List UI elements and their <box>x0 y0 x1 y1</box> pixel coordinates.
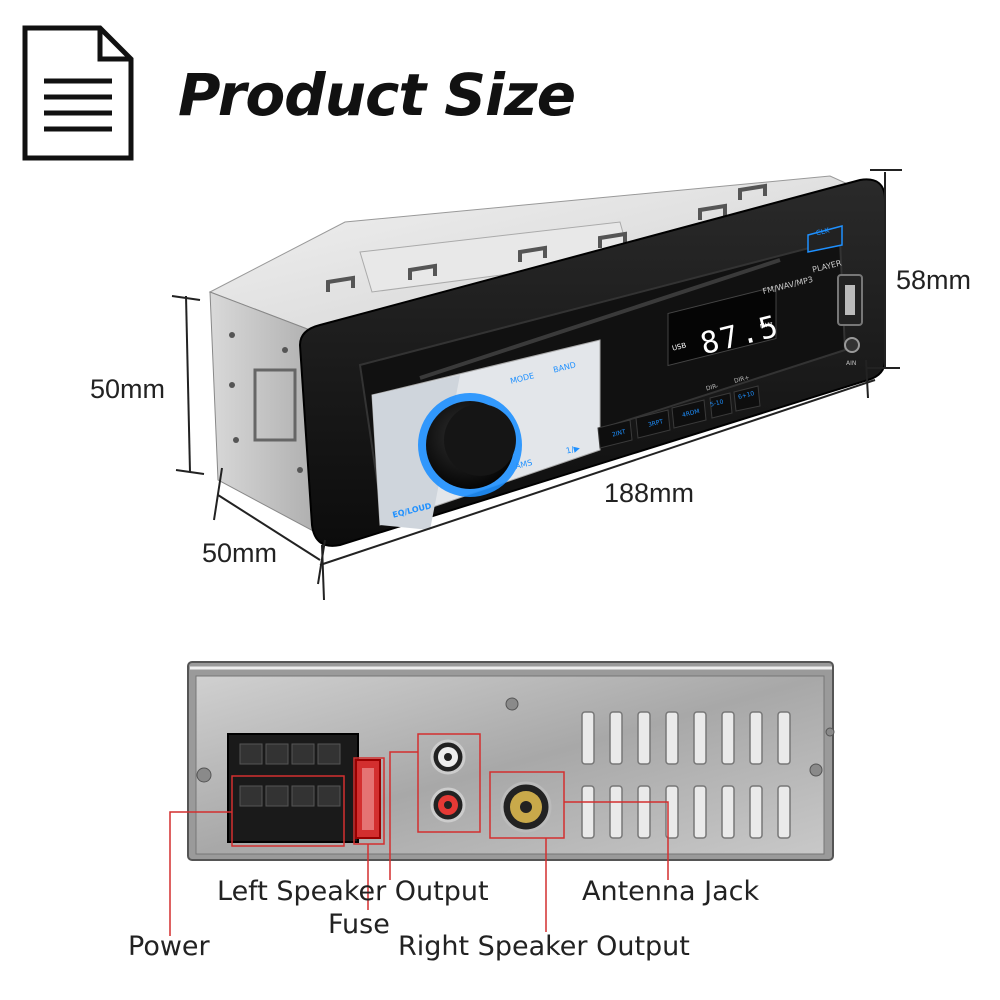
page-title: Product Size <box>178 61 576 129</box>
label-power: Power <box>128 931 210 962</box>
document-icon <box>22 25 134 161</box>
label-fuse: Fuse <box>328 909 390 940</box>
ain-label: AIN <box>846 360 857 367</box>
dimension-depth: 50mm <box>202 538 278 568</box>
device-rear-view <box>169 661 835 936</box>
label-left-speaker-output: Left Speaker Output <box>217 876 489 907</box>
device-front-view <box>171 169 902 601</box>
dimension-height-left: 50mm <box>90 374 166 404</box>
label-antenna-jack: Antenna Jack <box>582 876 760 907</box>
label-right-speaker-output: Right Speaker Output <box>398 931 690 962</box>
dimension-height-front: 58mm <box>896 265 972 295</box>
dimension-width: 188mm <box>604 478 695 508</box>
